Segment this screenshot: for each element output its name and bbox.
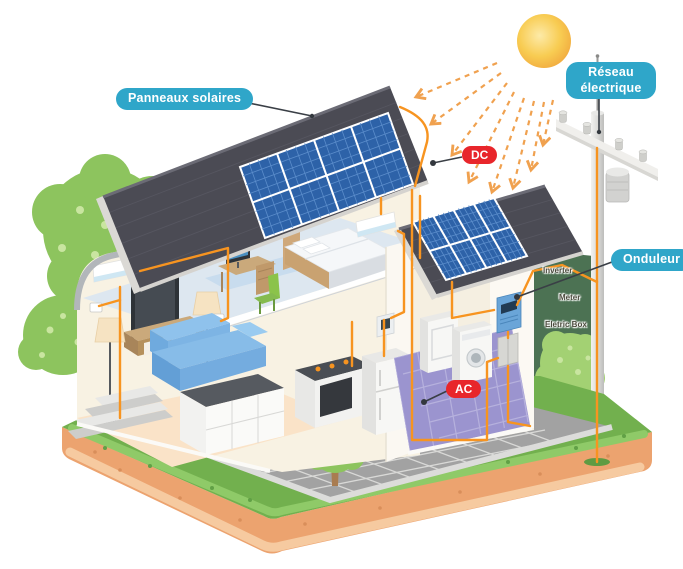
tag-electric-box: Eletric Box	[545, 320, 587, 329]
crossarm	[556, 119, 658, 177]
sun-icon	[508, 5, 580, 77]
tag-inverter: Inverter	[543, 266, 573, 275]
badge-ac: AC	[446, 380, 482, 398]
inverter-unit	[496, 291, 522, 334]
tag-meter: Meter	[559, 293, 581, 302]
washing-machine	[452, 321, 492, 384]
house	[68, 162, 534, 473]
bed	[283, 227, 394, 289]
label-grid: Réseau électrique	[566, 62, 656, 100]
utility-pole	[556, 54, 658, 464]
badge-dc: DC	[462, 146, 498, 164]
transformer-icon	[605, 167, 630, 203]
steps	[68, 386, 173, 439]
cutaway-trim	[74, 222, 256, 311]
dryer	[420, 311, 458, 373]
label-solar-panels: Panneaux solaires	[116, 88, 254, 110]
sun-rays	[416, 61, 555, 192]
office-chair	[254, 273, 280, 314]
insulator-icons	[558, 110, 648, 162]
bedroom-ac-unit	[355, 211, 397, 238]
sofa	[150, 313, 268, 391]
kitchen-island	[180, 374, 285, 455]
wall-outlet-left	[89, 302, 103, 313]
label-inverter: Onduleur	[611, 249, 683, 271]
main-roof	[96, 87, 428, 294]
